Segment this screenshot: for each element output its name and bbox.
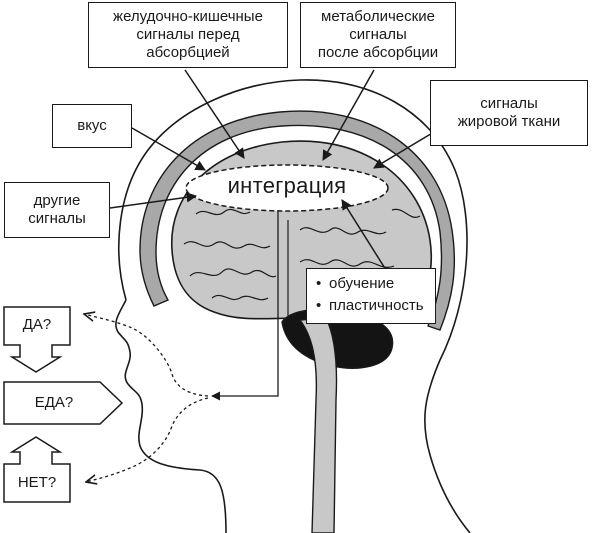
taste-label: вкус: [77, 117, 107, 134]
other-signals-label: другие сигналы: [28, 192, 86, 227]
skull: [139, 110, 456, 331]
integration-label: интеграция: [227, 173, 347, 198]
input-arrows: [109, 69, 435, 271]
food-label: ЕДА?: [34, 394, 74, 411]
output-paths: [84, 210, 279, 482]
other-signals-box: другие сигналы: [4, 182, 110, 238]
yes-box-shape: [3, 306, 71, 373]
brainstem: [298, 317, 338, 533]
no-label: НЕТ?: [17, 474, 57, 491]
food-box-shape: [3, 381, 124, 425]
decision-shapes: [3, 306, 124, 503]
yes-label: ДА?: [22, 316, 52, 333]
learning-box: обучение пластичность: [306, 268, 436, 324]
fat-signals-box: сигналы жировой ткани: [430, 80, 588, 146]
integration-zone: [185, 164, 389, 212]
learning-list: обучение пластичность: [313, 273, 429, 317]
fat-signals-label: сигналы жировой ткани: [457, 95, 561, 130]
taste-box: вкус: [52, 104, 132, 148]
plasticity-item: пластичность: [316, 295, 429, 317]
metabolic-signals-label: метаболические сигналы после абсорбции: [317, 8, 439, 61]
gi-signals-label: желудочно-кишечные сигналы перед абсорбц…: [113, 8, 263, 61]
metabolic-signals-box: метаболические сигналы после абсорбции: [300, 2, 456, 68]
gi-signals-box: желудочно-кишечные сигналы перед абсорбц…: [88, 2, 288, 68]
learning-item: обучение: [316, 273, 429, 295]
no-box-shape: [3, 436, 71, 503]
